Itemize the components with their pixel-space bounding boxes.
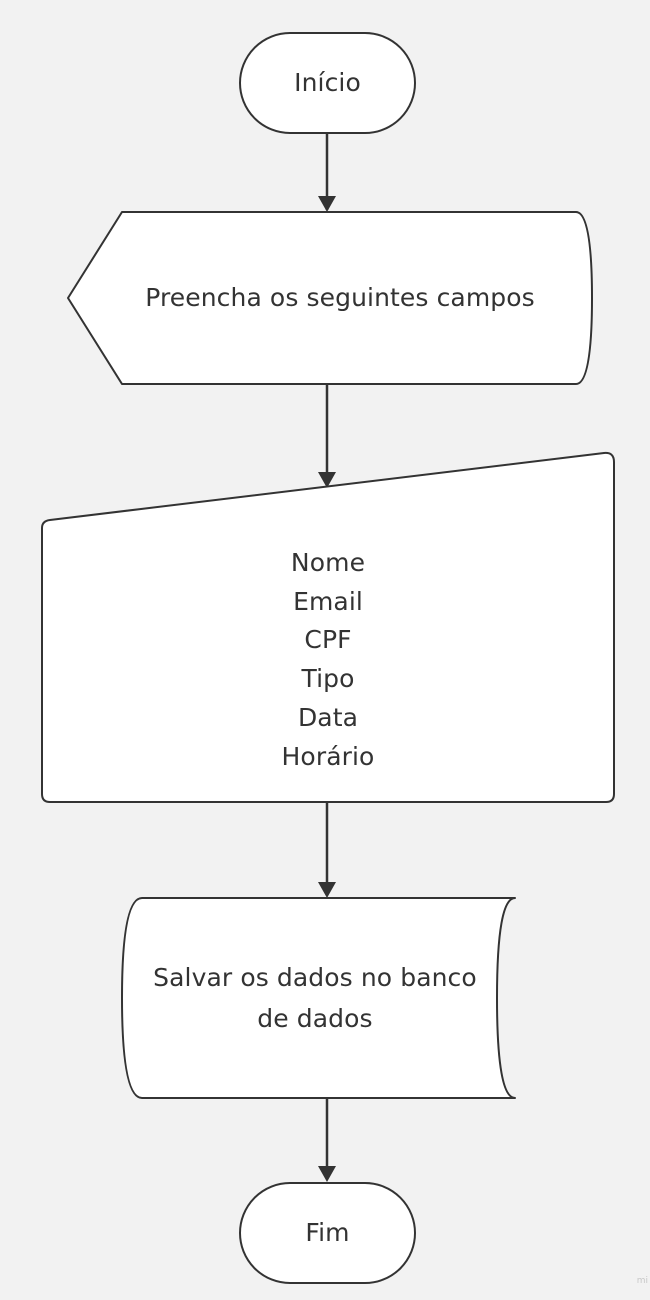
field-cpf: CPF	[304, 625, 352, 655]
end-terminator-shape[interactable]	[239, 1182, 416, 1284]
field-tipo: Tipo	[301, 664, 355, 693]
field-nome: Nome	[290, 547, 366, 577]
end-label: Fim	[240, 1183, 415, 1283]
start-label: Início	[240, 33, 415, 133]
display-shape[interactable]	[67, 211, 593, 385]
end-label-text: Fim	[305, 1217, 350, 1247]
display-label: Preencha os seguintes campos	[100, 212, 580, 384]
storage-label-line-2: de dados	[257, 1004, 373, 1033]
arrowhead-display-to-input	[318, 472, 336, 488]
storage-label-line-1: Salvar os dados no banco	[153, 962, 477, 992]
input-fields-list: Nome Email CPF Tipo Data Horário	[42, 535, 614, 785]
watermark: mi	[636, 1276, 648, 1286]
display-label-text: Preencha os seguintes campos	[145, 282, 535, 312]
storage-label: Salvar os dados no banco de dados	[130, 898, 500, 1098]
manual-input-shape[interactable]	[41, 451, 615, 803]
arrowhead-storage-to-end	[318, 1166, 336, 1182]
field-data: Data	[297, 702, 359, 732]
field-email: Email	[293, 586, 363, 616]
start-terminator-shape[interactable]	[239, 32, 416, 134]
field-horario: Horário	[281, 741, 375, 771]
arrowhead-start-to-display	[318, 196, 336, 212]
start-label-text: Início	[294, 67, 361, 97]
arrowhead-input-to-storage	[318, 882, 336, 898]
stored-data-shape[interactable]	[121, 897, 516, 1099]
